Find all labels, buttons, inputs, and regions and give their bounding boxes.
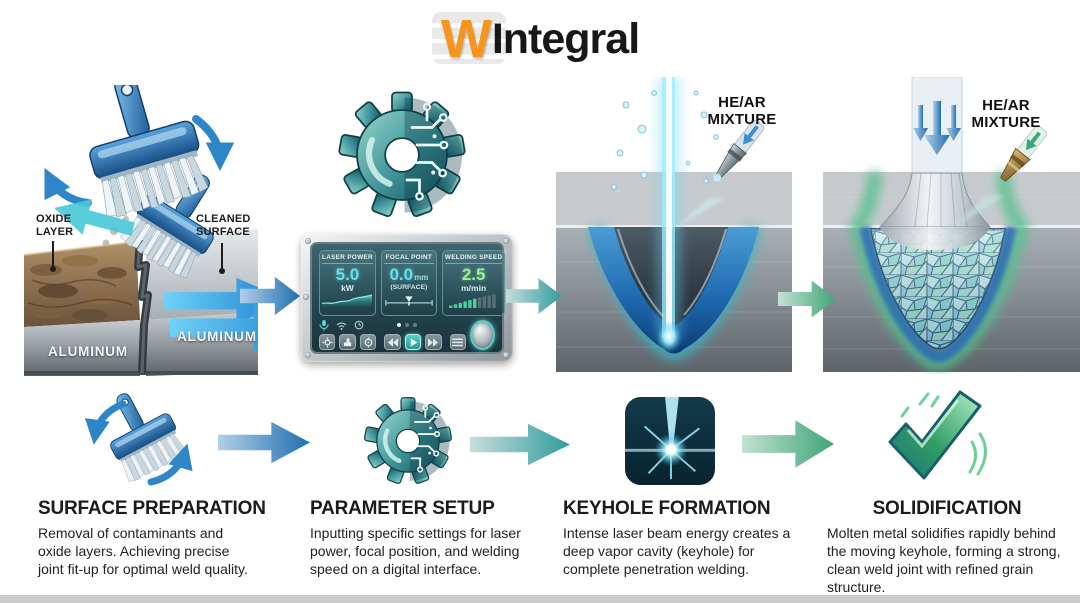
step-3-title: KEYHOLE FORMATION: [563, 498, 771, 519]
bottom-border-strip: [0, 595, 1080, 603]
step-4-description: Molten metal solidifies rapidly behind t…: [827, 525, 1061, 595]
arrow-step1-to-step2: [240, 276, 300, 316]
screw-icon: [503, 352, 509, 358]
step-1-description: Removal of contaminants and oxide layers…: [38, 525, 248, 577]
step-1-text: SURFACE PREPARATION Removal of contamina…: [38, 498, 266, 579]
solidification-illustration: [823, 77, 1080, 372]
solidify-gas-label: HE/AR MIXTURE: [971, 97, 1041, 132]
focal-slider[interactable]: [384, 295, 434, 307]
screen-pagination[interactable]: [381, 323, 433, 327]
settings-button[interactable]: [319, 334, 336, 350]
screw-icon: [305, 238, 311, 244]
page-dot-active[interactable]: [397, 323, 401, 327]
heat-affected-zone: [848, 171, 1030, 371]
rewind-button[interactable]: [384, 334, 401, 350]
speed-bar-chart: [448, 294, 496, 309]
screw-icon: [305, 352, 311, 358]
surface-preparation-icon: [85, 392, 193, 486]
logo-name: Integral: [491, 14, 640, 63]
gas-nozzle: [713, 120, 765, 182]
fusion-boundary: [859, 225, 1017, 363]
laser-power-readout: LASER POWER 5.0 kW: [319, 250, 376, 316]
step-3-text: KEYHOLE FORMATION Intense laser beam ene…: [563, 498, 793, 579]
forward-button[interactable]: [425, 334, 442, 350]
wifi-icon: [336, 322, 347, 330]
step-4-title: SOLIDIFICATION: [872, 498, 1022, 519]
parameter-gear-icon: [333, 90, 471, 220]
page-dot[interactable]: [413, 323, 417, 327]
aluminum-label-left: ALUMINUM: [48, 344, 128, 359]
oxide-pointer-line: [50, 241, 56, 272]
laser-beam: [656, 77, 682, 353]
focal-point-sub: (SURFACE): [390, 283, 428, 291]
step-1-title: SURFACE PREPARATION: [38, 498, 266, 519]
page-dot[interactable]: [405, 323, 409, 327]
mode-button[interactable]: [339, 334, 356, 350]
keyhole-formation-illustration: [556, 77, 792, 372]
logo-tile-icon: [432, 12, 506, 64]
screw-icon: [503, 238, 509, 244]
step-2-description: Inputting specific settings for laser po…: [310, 525, 521, 577]
logo-mark: W: [440, 9, 492, 69]
logo: W Integral: [0, 8, 1080, 70]
focal-point-value: 0.0: [389, 265, 414, 284]
step-3-description: Intense laser beam energy creates a deep…: [563, 525, 791, 577]
oxide-layer-label: OXIDE LAYER: [36, 213, 74, 238]
arrow-step3-to-step4: [778, 280, 836, 318]
arrow-bottom-1: [218, 421, 310, 464]
rotation-arrows: [85, 400, 193, 486]
welding-control-panel: LASER POWER 5.0 kW FOCAL POINT 0.0 mm (S…: [301, 234, 513, 362]
welding-speed-label: WELDING SPEED: [444, 254, 503, 264]
arrow-step2-to-step3: [506, 278, 562, 314]
aluminum-label-right: ALUMINUM: [177, 329, 257, 344]
microphone-icon: [319, 319, 329, 330]
arrow-bottom-2: [470, 423, 570, 466]
laser-power-value: 5.0: [335, 265, 360, 284]
power-trend-chart: [322, 294, 373, 308]
keyhole-gas-label: HE/AR MIXTURE: [707, 94, 777, 129]
laser-power-unit: kW: [341, 282, 354, 293]
parameter-setup-icon: [362, 396, 454, 486]
cleaned-pointer-line: [219, 243, 225, 274]
welding-speed-value: 2.5: [461, 265, 486, 284]
focal-point-readout: FOCAL POINT 0.0 mm (SURFACE): [380, 250, 437, 316]
laser-power-label: LASER POWER: [322, 254, 373, 264]
keyhole-formation-icon: [625, 397, 715, 485]
menu-button[interactable]: [449, 334, 467, 350]
gas-spray: [674, 197, 726, 229]
crystalline-weld: [870, 228, 1006, 350]
step-2-title: PARAMETER SETUP: [310, 498, 495, 519]
status-clock-icon: [354, 320, 364, 329]
solidification-check-icon: [888, 390, 987, 480]
gas-spray: [951, 195, 1005, 229]
focal-point-label: FOCAL POINT: [383, 254, 434, 264]
screw-icon: [303, 294, 309, 300]
gas-nozzle: [1000, 125, 1047, 182]
play-button[interactable]: [404, 334, 422, 350]
cleaned-surface-label: CLEANED SURFACE: [196, 213, 251, 238]
control-screen: LASER POWER 5.0 kW FOCAL POINT 0.0 mm (S…: [310, 242, 506, 354]
motion-marks: [900, 392, 987, 476]
step-4-text: SOLIDIFICATION Molten metal solidifies r…: [827, 498, 1067, 597]
welding-speed-unit: m/min: [461, 282, 487, 293]
step-2-text: PARAMETER SETUP Inputting specific setti…: [310, 498, 522, 579]
welding-speed-readout: WELDING SPEED 2.5 m/min: [441, 250, 506, 316]
target-button[interactable]: [359, 334, 377, 350]
arrow-bottom-3: [742, 420, 834, 468]
focal-point-unit: mm: [414, 273, 429, 282]
feed-direction-arrows: [913, 101, 961, 155]
control-knob[interactable]: [470, 320, 496, 350]
